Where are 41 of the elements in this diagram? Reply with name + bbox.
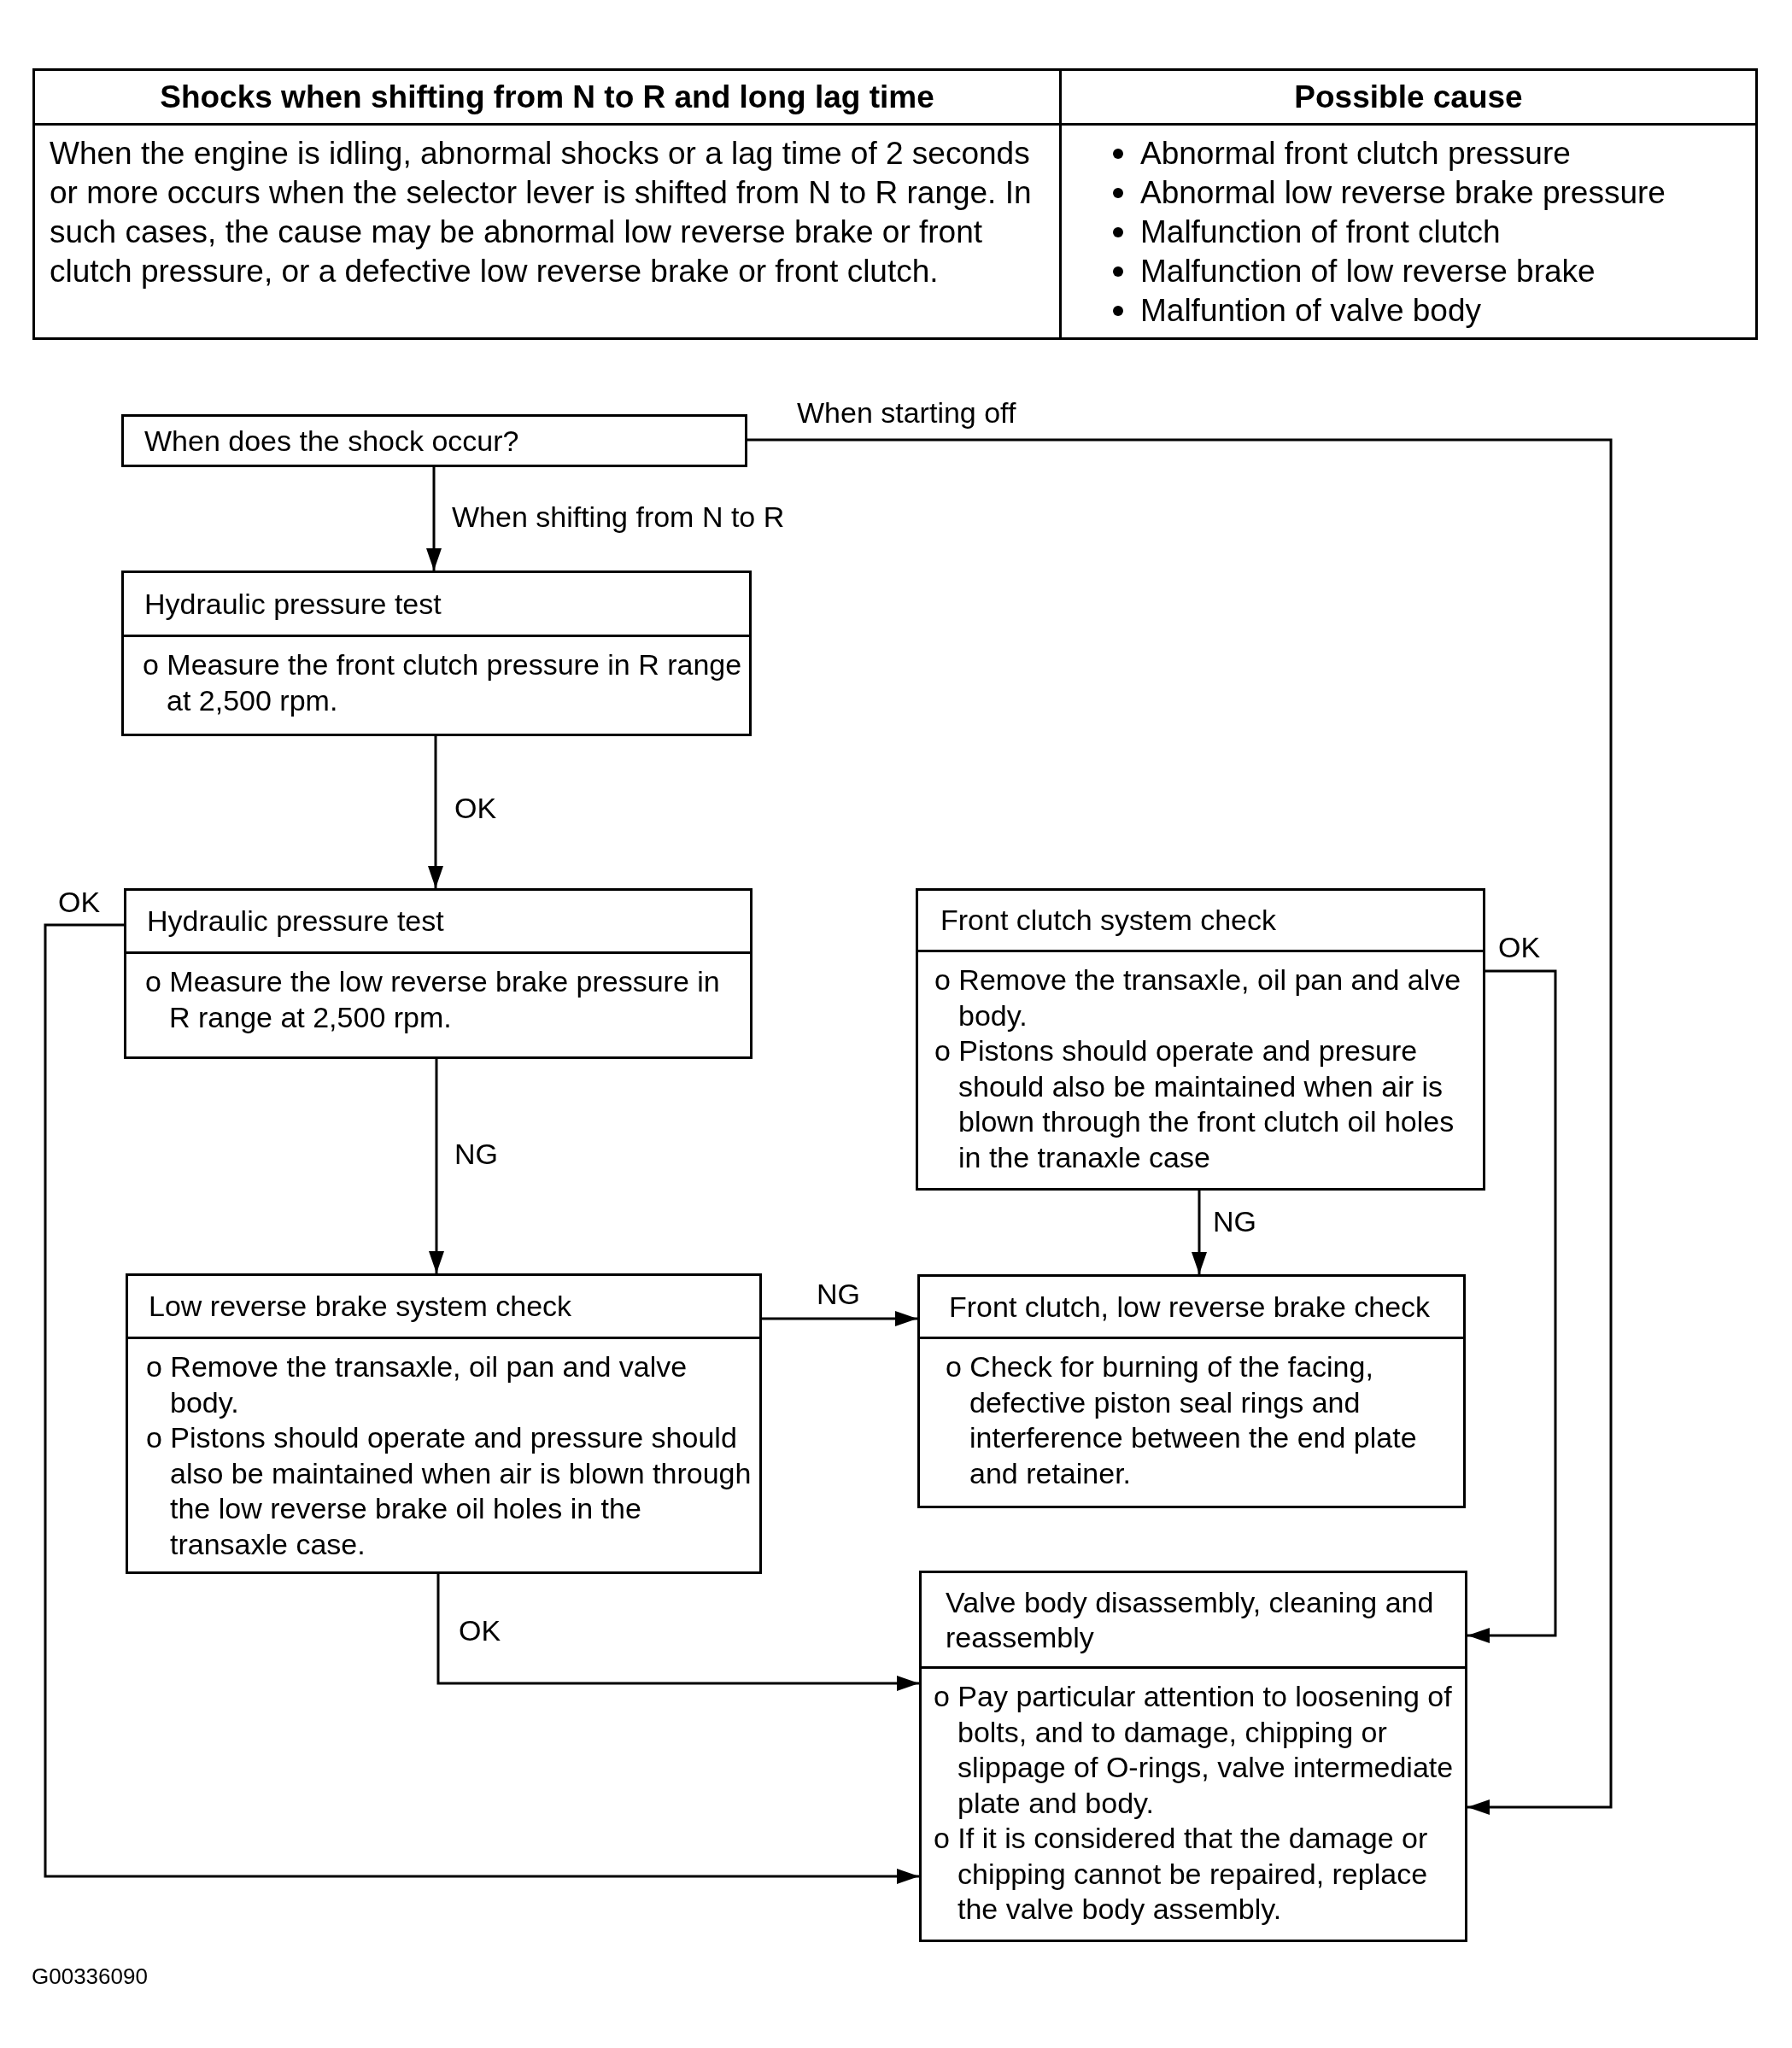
step-instruction: o Remove the transaxle, oil pan and valve body.: [146, 1349, 688, 1420]
process-box: [126, 1273, 762, 1574]
step-heading: Valve body disassembly, cleaning and reassembly: [946, 1584, 1435, 1655]
step-instruction: o Pistons should operate and presure should also be maintained when air is blown through the front clutch oil holes in the tranaxle case: [934, 1033, 1455, 1175]
column-header: Possible cause: [1294, 78, 1523, 116]
flow-arrow: [436, 1574, 919, 1691]
flow-arrow: [428, 736, 443, 888]
cause-item: Abnormal front clutch pressure: [1140, 135, 1571, 173]
step-instruction: o If it is considered that the damage or chipping cannot be repaired, replace the valve body assembly.: [934, 1821, 1429, 1927]
process-box: [121, 414, 747, 467]
step-instruction: o Pistons should operate and pressure should also be maintained when air is blown through the low reverse brake oil holes in the transaxle case.: [146, 1420, 753, 1562]
step-heading: Front clutch, low reverse brake check: [949, 1289, 1431, 1325]
step-heading: Hydraulic pressure test: [147, 904, 444, 939]
step-heading: When does the shock occur?: [144, 423, 519, 459]
flow-arrow: [429, 1059, 444, 1273]
flow-arrow: [747, 438, 1613, 1815]
cause-item: Malfunction of front clutch: [1140, 214, 1501, 251]
process-box: [916, 888, 1485, 1191]
step-instruction: o Measure the low reverse brake pressure in R range at 2,500 rpm.: [145, 964, 721, 1035]
step-heading: Hydraulic pressure test: [144, 586, 442, 622]
flow-arrow: [44, 923, 919, 1884]
flow-arrow: [1192, 1191, 1207, 1274]
step-instruction: o Check for burning of the facing, defective piston seal rings and interference between the end plate and retainer.: [946, 1349, 1418, 1491]
column-header: Shocks when shifting from N to R and long lag time: [160, 78, 934, 116]
process-box: [124, 888, 753, 1059]
step-instruction: o Remove the transaxle, oil pan and alve body.: [934, 963, 1462, 1033]
step-heading: Front clutch system check: [940, 903, 1276, 938]
cause-item: Malfunction of low reverse brake: [1140, 253, 1596, 290]
step-instruction: o Pay particular attention to loosening of bolts, and to damage, chipping or slippage of O-rings, valve intermediate plate and body.: [934, 1679, 1455, 1821]
cause-item: Malfuntion of valve body: [1140, 292, 1481, 330]
cause-item: Abnormal low reverse brake pressure: [1140, 174, 1666, 212]
process-box: [917, 1274, 1466, 1508]
symptom-description: When the engine is idling, abnormal shocks or a lag time of 2 seconds or more occurs when the selector lever is shifted from N to R range. In such cases, the cause may be abnormal low reverse brake or front clutch pressure, or a defective low reverse brake or front clutch.: [50, 135, 1033, 290]
flow-arrow: [1467, 969, 1557, 1643]
figure-code: G00336090: [32, 1963, 148, 1990]
step-heading: Low reverse brake system check: [149, 1289, 572, 1324]
step-instruction: o Measure the front clutch pressure in R range at 2,500 rpm.: [143, 647, 743, 718]
flow-arrow: [762, 1311, 917, 1326]
process-box: [121, 571, 752, 736]
process-box: [919, 1571, 1467, 1942]
flow-arrow: [426, 467, 442, 571]
